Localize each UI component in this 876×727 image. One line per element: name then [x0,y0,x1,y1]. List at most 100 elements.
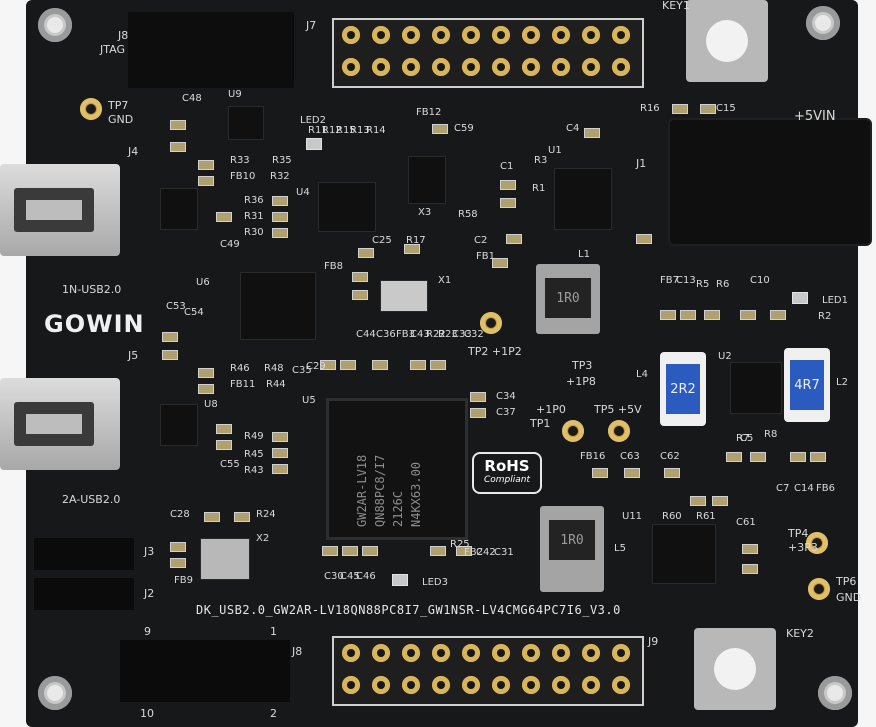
smd-component [216,212,232,222]
header-pin [402,58,420,76]
header-pin [372,644,390,662]
label-key2: KEY2 [786,627,814,640]
ref-c53: C53 [166,301,186,312]
usb-connector-j4 [0,164,120,256]
ref-r33: R33 [230,155,250,166]
label-vin: +5VIN [794,109,836,124]
header-pin [552,676,570,694]
label-tp7: TP7 [108,99,129,112]
label-tp3-v: +1P8 [566,375,596,388]
ref-c36: C36 [376,329,396,340]
ref-r61: R61 [696,511,716,522]
header-pin [462,58,480,76]
smd-component [690,496,706,506]
smd-component [320,360,336,370]
smd-component [198,160,214,170]
smd-component [624,468,640,478]
ref-r17: R17 [406,235,426,246]
mounting-hole [806,6,840,40]
ref-fb6: FB6 [816,483,835,494]
ref-c62: C62 [660,451,680,462]
smd-component [712,496,728,506]
header-pin [432,26,450,44]
header-pin [582,26,600,44]
ic-u1 [554,168,612,230]
ref-r24: R24 [256,509,276,520]
smd-component [432,124,448,134]
testpoint-tp4 [806,532,828,554]
ref-r46: R46 [230,363,250,374]
inductor-l4-label: 2R2 [666,364,700,414]
label-tp4-v: +3P3 [788,541,818,554]
key1-button [686,0,768,82]
ref-c29: C29 [306,361,326,372]
label-tp6: TP6 [836,575,857,588]
chip-line-4: N4KX63.00 [409,461,423,527]
header-pin [552,26,570,44]
testpoint-tp7 [80,98,102,120]
ref-l1: L1 [578,249,590,260]
ref-c48: C48 [182,93,202,104]
ref-u11: U11 [622,511,643,522]
ref-c46: C46 [356,571,376,582]
smd-component [636,234,652,244]
smd-component [216,440,232,450]
smd-component [664,468,680,478]
ref-r15: R15 [336,125,356,136]
header-pin [372,58,390,76]
smd-component [198,176,214,186]
ref-c10: C10 [750,275,770,286]
smd-component [742,564,758,574]
smd-component [492,258,508,268]
ref-r16: R16 [640,103,660,114]
ref-r44: R44 [266,379,286,390]
ref-fb12: FB12 [416,107,442,118]
ref-c45: C45 [340,571,360,582]
ref-u5: U5 [302,395,316,406]
inductor-l2: 4R7 [784,348,830,422]
smd-component [700,104,716,114]
label-jtag: JTAG [100,43,125,56]
usb-connector-j5 [0,378,120,470]
chip-line-2: QN88PC8/I7 [373,454,387,527]
smd-component [470,408,486,418]
ref-fb3: FB3 [396,329,415,340]
header-pin [492,644,510,662]
ref-u8: U8 [204,399,218,410]
crystal-x2 [200,538,250,580]
header-pin [372,26,390,44]
ref-r25: R25 [450,539,470,550]
led1 [792,292,808,304]
smd-component [680,310,696,320]
header-pin [582,644,600,662]
j8-header [120,640,290,702]
header-pin [492,26,510,44]
ref-c43: C43 [410,329,430,340]
ref-c37: C37 [496,407,516,418]
inductor-l2-label: 4R7 [790,360,824,410]
label-key1: KEY1 [662,0,690,12]
header-pin [402,644,420,662]
mounting-hole [818,676,852,710]
ref-u1: U1 [548,145,562,156]
smd-component [198,384,214,394]
smd-component [726,452,742,462]
header-pin [612,676,630,694]
header-pin [522,26,540,44]
smd-component [660,310,676,320]
smd-component [198,368,214,378]
smd-component [272,432,288,442]
ref-r1: R1 [532,183,546,194]
label-tp5: TP5 +5V [594,403,642,416]
smd-component [352,290,368,300]
smd-component [162,350,178,360]
ic-u8 [160,404,198,446]
ref-r35: R35 [272,155,292,166]
ref-c15: C15 [716,103,736,114]
header-pin [582,58,600,76]
inductor-l5-label: 1R0 [549,520,595,560]
ref-fb8: FB8 [324,261,343,272]
ref-r45: R45 [244,449,264,460]
ref-r12: R12 [322,125,342,136]
header-pin [552,58,570,76]
